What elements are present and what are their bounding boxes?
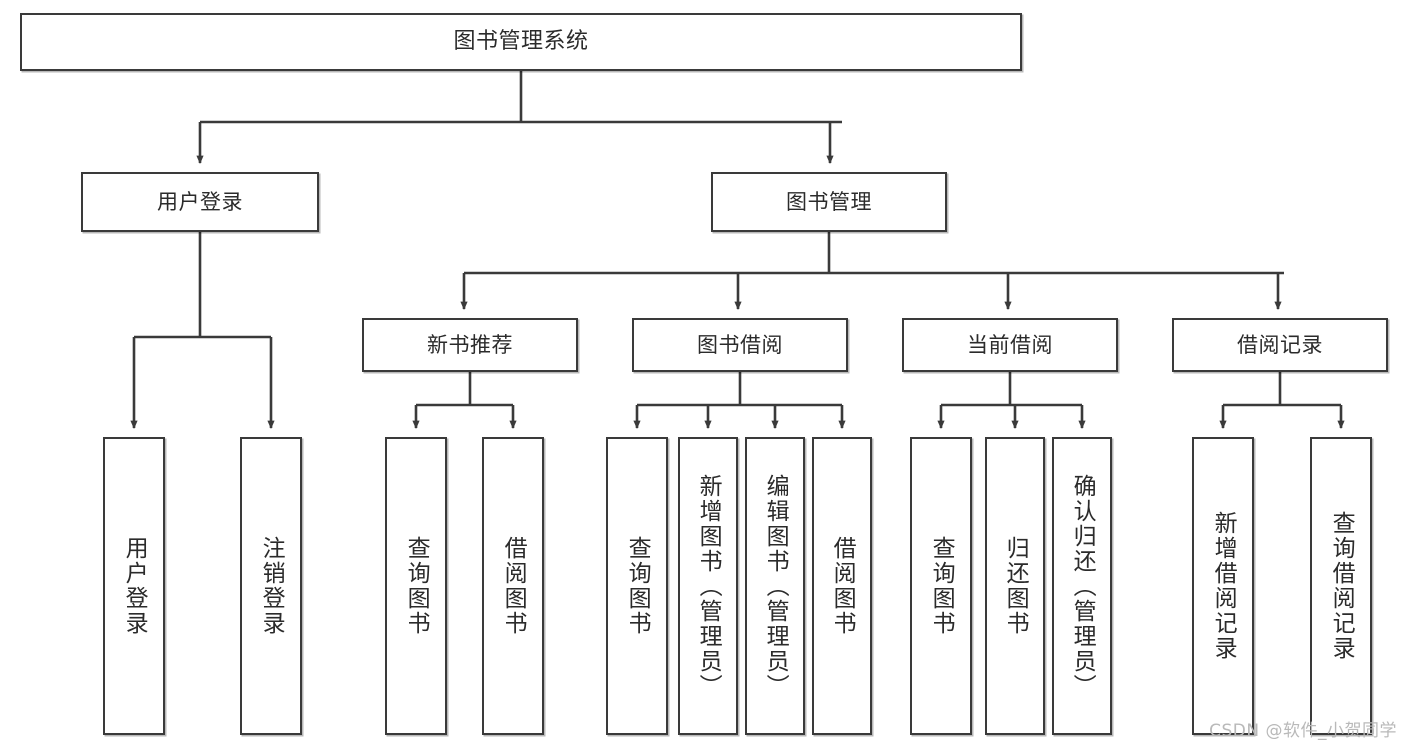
node-leaf-borrow-book-1[interactable]: 借阅图书 (482, 437, 544, 735)
node-book-manage-label: 图书管理 (786, 189, 872, 214)
node-leaf-edit-book-label: 编辑图书（管理员） (762, 473, 789, 699)
node-leaf-confirm-return[interactable]: 确认归还（管理员） (1052, 437, 1112, 735)
node-leaf-user-logout-label: 注销登录 (258, 536, 285, 636)
node-current-borrow[interactable]: 当前借阅 (902, 318, 1118, 372)
node-leaf-borrow-book-2[interactable]: 借阅图书 (812, 437, 872, 735)
node-leaf-query-record[interactable]: 查询借阅记录 (1310, 437, 1372, 735)
node-leaf-borrow-book-1-label: 借阅图书 (500, 536, 527, 636)
node-leaf-user-login[interactable]: 用户登录 (103, 437, 165, 735)
node-leaf-user-login-label: 用户登录 (121, 536, 148, 636)
node-leaf-add-record-label: 新增借阅记录 (1210, 511, 1237, 661)
node-leaf-query-record-label: 查询借阅记录 (1328, 511, 1355, 661)
node-leaf-query-book-2-label: 查询图书 (624, 536, 651, 636)
node-leaf-query-book-3-label: 查询图书 (928, 536, 955, 636)
node-borrow-record[interactable]: 借阅记录 (1172, 318, 1388, 372)
node-leaf-edit-book[interactable]: 编辑图书（管理员） (745, 437, 805, 735)
node-new-book-recommend-label: 新书推荐 (427, 332, 513, 357)
node-borrow-record-label: 借阅记录 (1237, 332, 1323, 357)
node-leaf-add-record[interactable]: 新增借阅记录 (1192, 437, 1254, 735)
node-leaf-add-book[interactable]: 新增图书（管理员） (678, 437, 738, 735)
node-book-borrow-label: 图书借阅 (697, 332, 783, 357)
node-leaf-query-book-3[interactable]: 查询图书 (910, 437, 972, 735)
node-root[interactable]: 图书管理系统 (20, 13, 1022, 71)
csdn-watermark: CSDN @软件_小贺同学 (1209, 721, 1397, 741)
node-book-manage[interactable]: 图书管理 (711, 172, 947, 232)
node-root-label: 图书管理系统 (453, 29, 589, 55)
node-leaf-query-book-2[interactable]: 查询图书 (606, 437, 668, 735)
node-leaf-borrow-book-2-label: 借阅图书 (829, 536, 856, 636)
node-leaf-add-book-label: 新增图书（管理员） (695, 473, 722, 699)
node-leaf-return-book-label: 归还图书 (1002, 536, 1029, 636)
node-leaf-query-book-1-label: 查询图书 (403, 536, 430, 636)
node-book-borrow[interactable]: 图书借阅 (632, 318, 848, 372)
node-new-book-recommend[interactable]: 新书推荐 (362, 318, 578, 372)
node-leaf-user-logout[interactable]: 注销登录 (240, 437, 302, 735)
node-current-borrow-label: 当前借阅 (967, 332, 1053, 357)
node-leaf-confirm-return-label: 确认归还（管理员） (1069, 473, 1096, 699)
node-user-login[interactable]: 用户登录 (81, 172, 319, 232)
node-leaf-query-book-1[interactable]: 查询图书 (385, 437, 447, 735)
node-leaf-return-book[interactable]: 归还图书 (985, 437, 1045, 735)
node-user-login-label: 用户登录 (157, 189, 243, 214)
